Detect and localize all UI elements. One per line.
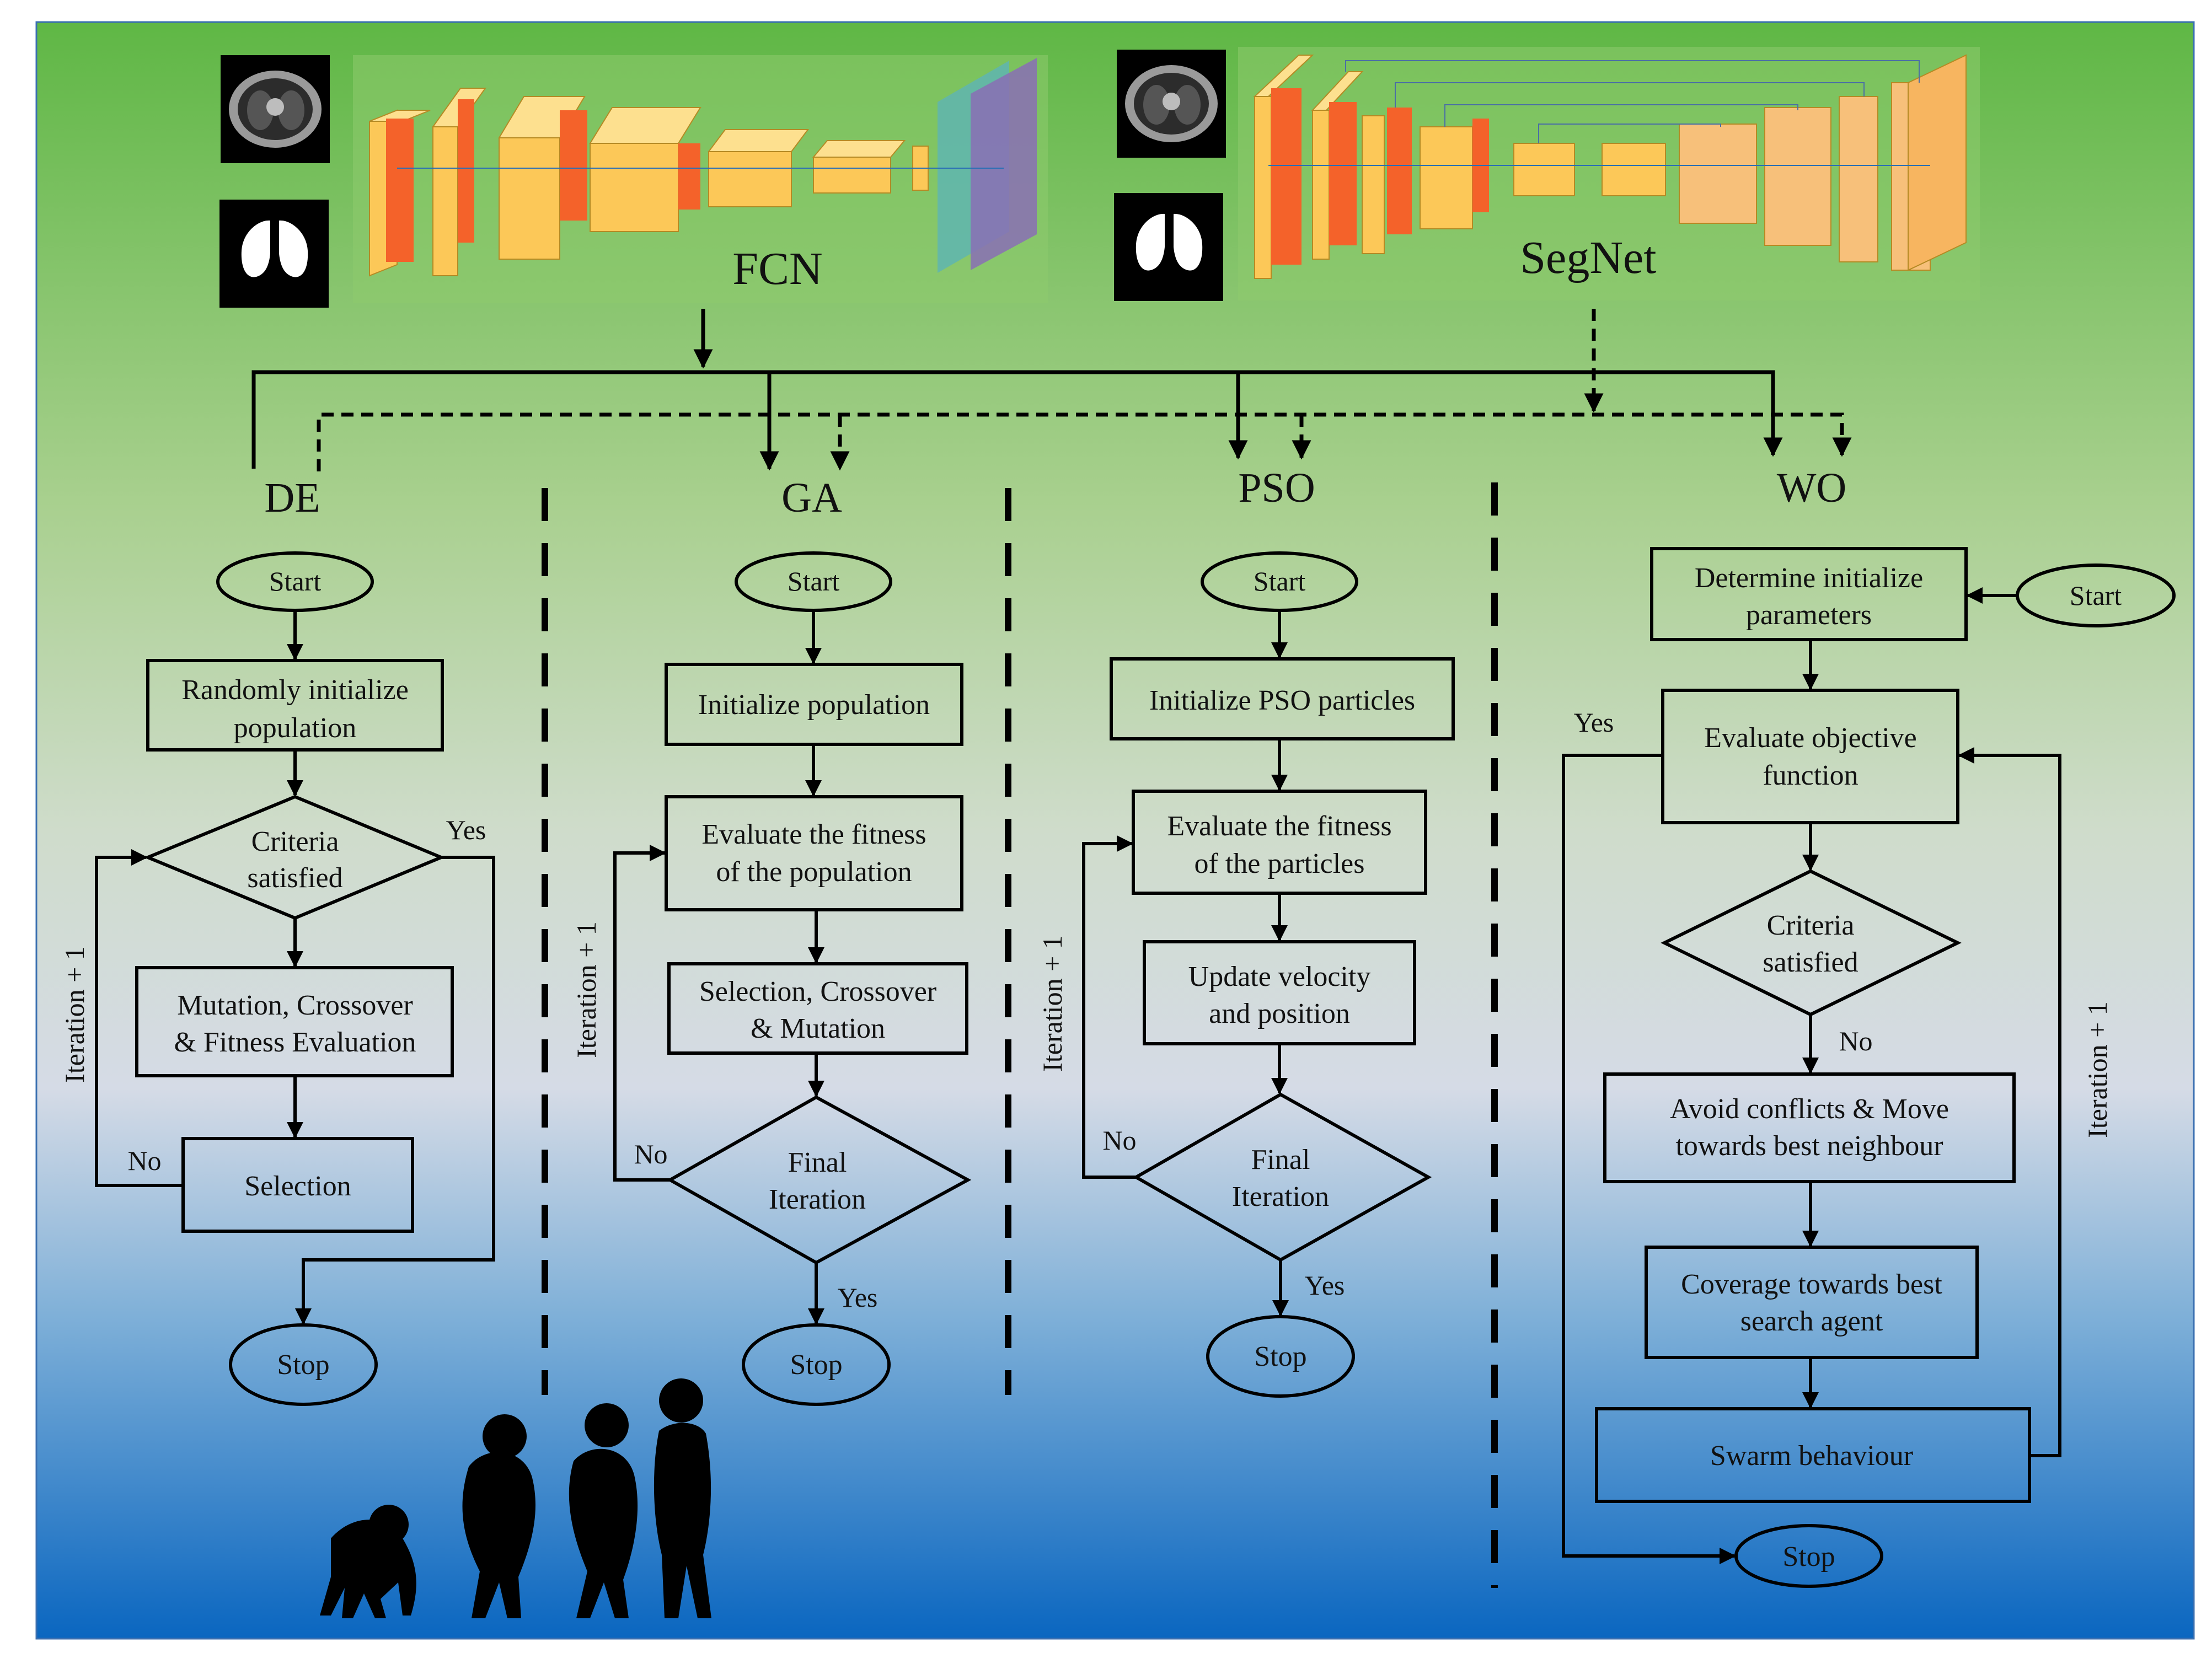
de-no: No	[127, 1145, 161, 1176]
ga-evaluate-line1: Evaluate the fitness	[701, 819, 926, 850]
wo-criteria-line2: satisfied	[1763, 947, 1858, 978]
pso-init: Initialize PSO particles	[1149, 685, 1415, 716]
pso-evaluate-line1: Evaluate the fitness	[1167, 811, 1391, 842]
pso-evaluate-line2: of the particles	[1195, 848, 1365, 879]
ga-selection-line1: Selection, Crossover	[699, 976, 936, 1007]
pso-update-line1: Update velocity	[1188, 961, 1371, 992]
wo-no: No	[1839, 1026, 1872, 1056]
pso-final-line1: Final	[1251, 1144, 1310, 1176]
wo-stop: Stop	[1782, 1541, 1835, 1573]
wo-criteria-line1: Criteria	[1767, 910, 1855, 941]
pso-iteration: Iteration + 1	[1037, 935, 1068, 1072]
wo-avoid-line1: Avoid conflicts & Move	[1670, 1093, 1949, 1125]
ga-final-line1: Final	[788, 1147, 847, 1178]
segnet-architecture: SegNet	[1238, 47, 1980, 300]
evolution-silhouette-icon	[320, 1378, 711, 1618]
ga-yes: Yes	[838, 1282, 878, 1313]
pso-update-line2: and position	[1209, 998, 1350, 1029]
wo-title: WO	[1777, 465, 1847, 511]
wo-swarm: Swarm behaviour	[1710, 1440, 1913, 1472]
ga-evaluate-line2: of the population	[716, 856, 912, 888]
ga-selection-line2: & Mutation	[751, 1013, 885, 1044]
wo-flowchart: WO Determine initialize parameters Start…	[1562, 465, 2176, 1588]
de-yes: Yes	[446, 814, 486, 845]
de-start: Start	[269, 566, 322, 597]
ga-final-line2: Iteration	[769, 1184, 866, 1215]
pso-start: Start	[1254, 566, 1306, 597]
de-criteria-line2: satisfied	[247, 862, 342, 894]
ct-scan-image-fcn	[221, 55, 330, 163]
pso-stop: Stop	[1254, 1341, 1306, 1372]
wo-coverage-line1: Coverage towards best	[1681, 1269, 1942, 1300]
segnet-label: SegNet	[1520, 232, 1656, 283]
lung-mask-image-fcn	[219, 200, 329, 308]
ga-init: Initialize population	[698, 689, 930, 721]
column-dividers	[542, 482, 1498, 1588]
wo-avoid-line2: towards best neighbour	[1675, 1130, 1943, 1162]
wo-iteration: Iteration + 1	[2082, 1001, 2113, 1138]
fcn-architecture: FCN	[353, 55, 1048, 303]
de-flowchart: DE Start Randomly initialize population …	[59, 475, 495, 1406]
ga-iteration: Iteration + 1	[571, 921, 602, 1058]
de-init-line1: Randomly initialize	[181, 674, 409, 706]
ga-flowchart: GA Start Initialize population Evaluate …	[571, 475, 972, 1406]
ga-no: No	[634, 1139, 667, 1169]
wo-yes: Yes	[1574, 707, 1614, 738]
de-stop: Stop	[277, 1349, 329, 1381]
de-title: DE	[264, 475, 320, 521]
ga-stop: Stop	[790, 1349, 842, 1381]
wo-determine-line1: Determine initialize	[1695, 562, 1923, 594]
wo-coverage-line2: search agent	[1740, 1306, 1883, 1337]
lung-mask-image-segnet	[1114, 193, 1223, 301]
fcn-label: FCN	[732, 243, 822, 294]
wo-evaluate-line1: Evaluate objective	[1704, 722, 1916, 754]
de-criteria-line1: Criteria	[251, 826, 339, 857]
de-init-line2: population	[234, 712, 356, 744]
de-selection: Selection	[244, 1171, 351, 1202]
pso-flowchart: PSO Start Initialize PSO particles Evalu…	[1037, 465, 1455, 1398]
wo-start: Start	[2070, 580, 2122, 611]
pso-no: No	[1102, 1125, 1136, 1156]
de-mutation-line2: & Fitness Evaluation	[174, 1027, 416, 1058]
ga-title: GA	[781, 475, 842, 521]
wo-evaluate-line2: function	[1763, 760, 1858, 791]
wo-determine-line2: parameters	[1746, 599, 1872, 631]
pso-yes: Yes	[1305, 1270, 1345, 1301]
de-iteration: Iteration + 1	[59, 946, 90, 1083]
pso-title: PSO	[1238, 465, 1315, 511]
ct-scan-image-segnet	[1117, 50, 1226, 158]
de-mutation-line1: Mutation, Crossover	[177, 990, 413, 1021]
ga-start: Start	[788, 566, 840, 597]
pso-final-line2: Iteration	[1232, 1181, 1329, 1212]
connector-lines	[251, 309, 1852, 471]
